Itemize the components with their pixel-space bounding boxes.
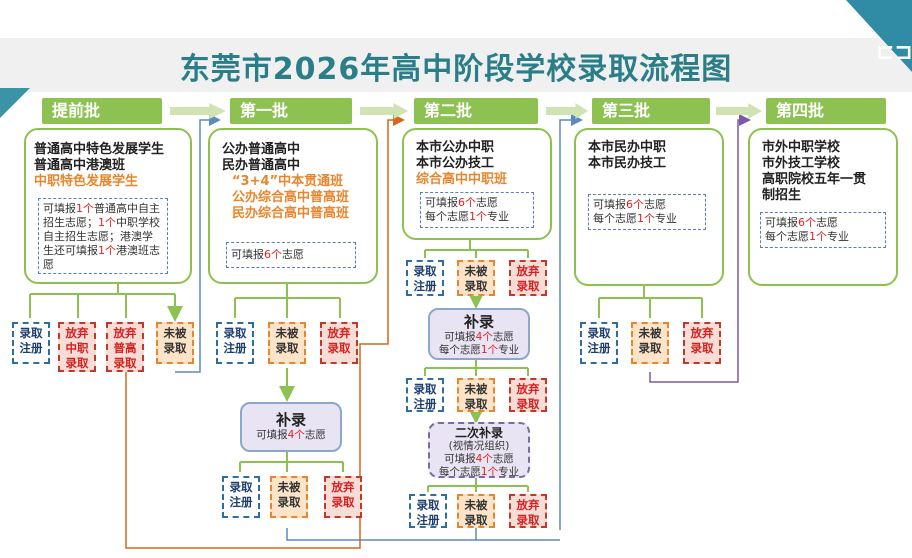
card-line-highlight: “3+4”中本贯通班 xyxy=(232,174,344,189)
card-line: 本市民办技工 xyxy=(588,156,667,171)
outcome-give-up-vocational: 放弃中职录取 xyxy=(58,322,96,372)
phase-header-4: 第三批 xyxy=(592,98,710,124)
outcome-give-up: 放弃录取 xyxy=(509,260,547,296)
outcome-admit-register: 录取注册 xyxy=(409,494,447,528)
outcome-give-up: 放弃录取 xyxy=(324,476,362,518)
phase5-card: 市外中职学校 市外技工学校 高职院校五年一贯 制招生 可填报6个志愿 每个志愿1… xyxy=(748,128,898,286)
card-line-highlight: 民办综合高中普高班 xyxy=(232,206,350,221)
second-supplement-box: 二次补录 (视情况组织) 可填报4个志愿 每个志愿1个专业 xyxy=(428,422,530,478)
card-line-highlight: 综合高中中职班 xyxy=(416,172,508,187)
corner-decoration-left xyxy=(0,88,30,118)
card-line: 民办普通高中 xyxy=(222,158,301,173)
outcome-give-up: 放弃录取 xyxy=(509,494,547,528)
quota-note: 可填报6个志愿 每个志愿1个专业 xyxy=(760,212,886,248)
outcome-give-up: 放弃录取 xyxy=(683,322,721,364)
outcome-give-up: 放弃录取 xyxy=(320,322,358,364)
phase-header-1: 提前批 xyxy=(42,98,162,124)
outcome-admit-register: 录取注册 xyxy=(12,322,50,364)
outcome-admit-register: 录取注册 xyxy=(406,378,444,412)
card-line: 高职院校五年一贯 xyxy=(762,172,867,187)
phase-header-5: 第四批 xyxy=(766,98,886,124)
card-line: 制招生 xyxy=(762,188,802,203)
phase4-card: 本市民办中职 本市民办技工 可填报6个志愿 每个志愿1个专业 xyxy=(574,128,724,286)
outcome-admit-register: 录取注册 xyxy=(222,476,260,518)
outcome-give-up: 放弃录取 xyxy=(509,378,547,412)
supplement-box-phase3: 补录 可填报4个志愿 每个志愿1个专业 xyxy=(428,308,530,360)
title-band xyxy=(0,38,912,92)
outcome-not-admitted: 未被录取 xyxy=(268,322,306,364)
outcome-not-admitted: 未被录取 xyxy=(156,322,194,364)
phase-arrow xyxy=(546,103,588,119)
card-line: 本市民办中职 xyxy=(588,140,667,155)
phase3-card: 本市公办中职 本市公办技工 综合高中中职班 可填报6个志愿 每个志愿1个专业 xyxy=(402,128,552,240)
quota-note: 可填报6个志愿 每个志愿1个专业 xyxy=(588,194,706,230)
quota-note: 可填报6个志愿 每个志愿1个专业 xyxy=(420,192,534,228)
outcome-give-up-general: 放弃普高录取 xyxy=(106,322,144,372)
logo-icon: ⊏⊐ xyxy=(876,40,912,65)
card-line: 本市公办技工 xyxy=(416,156,495,171)
card-line-highlight: 公办综合高中普高班 xyxy=(232,190,350,205)
card-line: 本市公办中职 xyxy=(416,140,495,155)
quota-note: 可填报1个普通高中自主招生志愿；1个中职学校自主招生志愿；港澳学生还可填报1个港… xyxy=(38,198,168,274)
outcome-admit-register: 录取注册 xyxy=(406,260,444,296)
phase-arrow xyxy=(360,103,408,119)
supplement-box-phase2: 补录 可填报4个志愿 xyxy=(240,402,342,452)
phase1-card: 普通高中特色发展学生 普通高中港澳班 中职特色发展学生 可填报1个普通高中自主招… xyxy=(24,128,192,284)
phase-arrow xyxy=(716,103,762,119)
phase-header-2: 第一批 xyxy=(230,98,352,124)
card-line-highlight: 中职特色发展学生 xyxy=(34,174,139,189)
card-line: 市外技工学校 xyxy=(762,156,841,171)
card-line: 普通高中特色发展学生 xyxy=(34,142,165,157)
outcome-not-admitted: 未被录取 xyxy=(457,260,495,296)
outcome-not-admitted: 未被录取 xyxy=(631,322,669,364)
outcome-admit-register: 录取注册 xyxy=(580,322,618,364)
phase-arrow xyxy=(170,103,226,119)
page-title: 东莞市2026年高中阶段学校录取流程图 xyxy=(179,52,733,87)
phase-header-3: 第二批 xyxy=(414,98,538,124)
card-line: 公办普通高中 xyxy=(222,142,301,157)
outcome-not-admitted: 未被录取 xyxy=(270,476,308,518)
outcome-not-admitted: 未被录取 xyxy=(457,378,495,412)
quota-note: 可填报6个志愿 xyxy=(226,242,356,268)
outcome-not-admitted: 未被录取 xyxy=(457,494,495,528)
phase2-card: 公办普通高中 民办普通高中 “3+4”中本贯通班 公办综合高中普高班 民办综合高… xyxy=(208,128,378,284)
card-line: 市外中职学校 xyxy=(762,140,841,155)
outcome-admit-register: 录取注册 xyxy=(216,322,254,364)
card-line: 普通高中港澳班 xyxy=(34,158,126,173)
